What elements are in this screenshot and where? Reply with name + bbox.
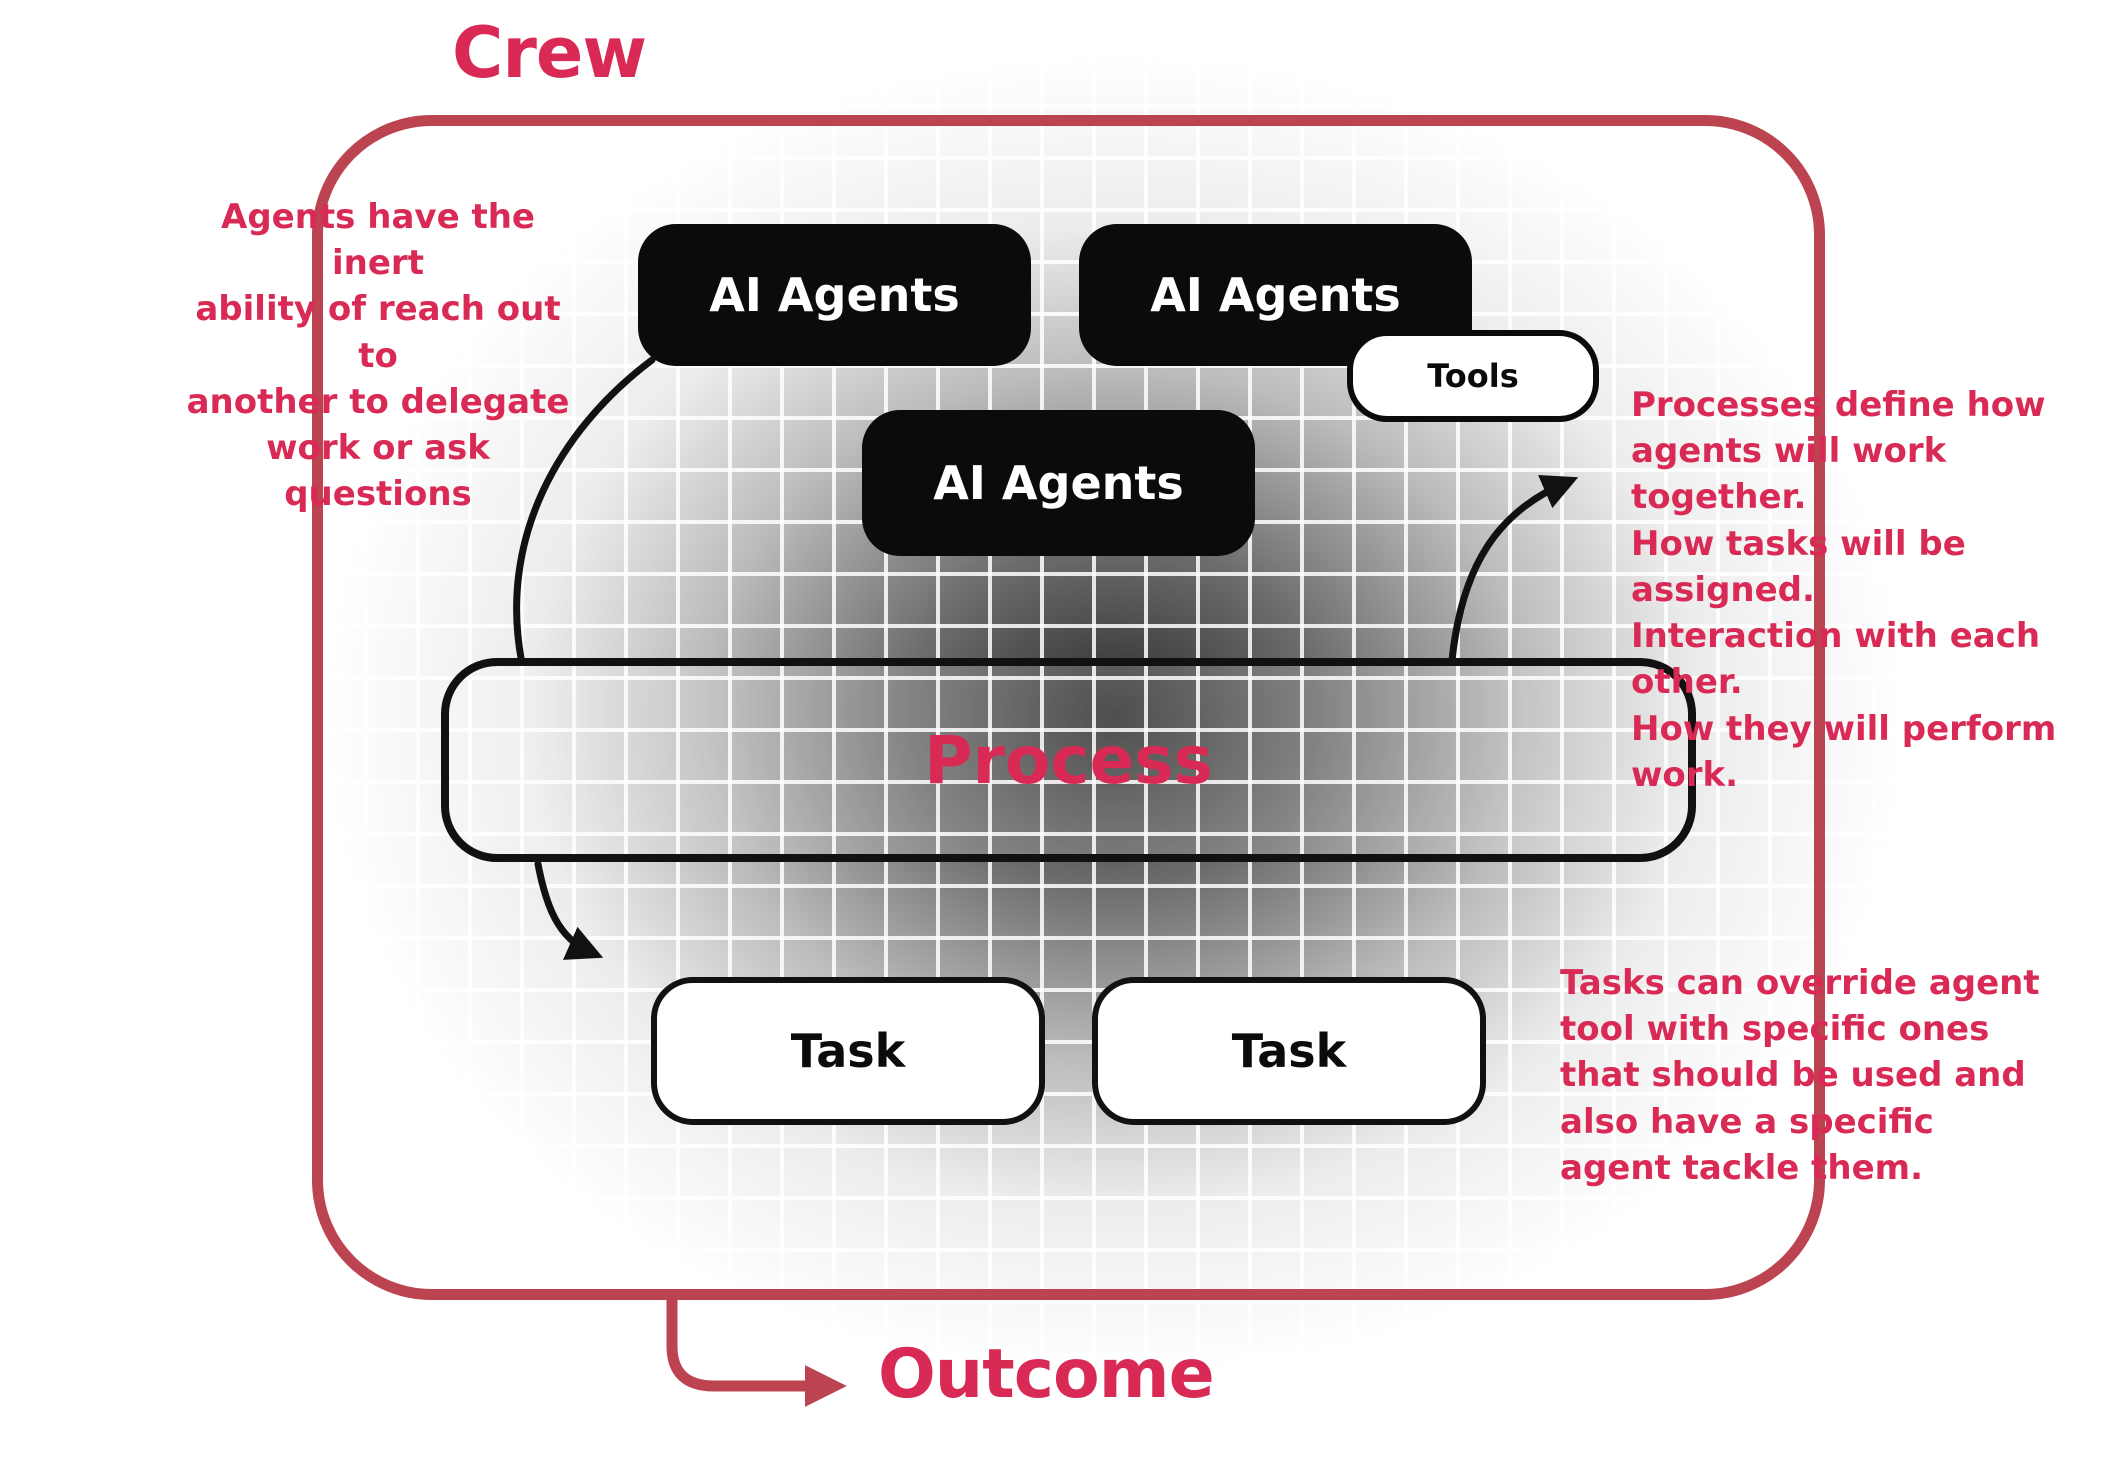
ai-agents-node-3: AI Agents (862, 410, 1255, 556)
annotation-task-override: Tasks can override agent tool with speci… (1560, 963, 2040, 1188)
task-node-1: Task (651, 977, 1045, 1125)
outcome-label: Outcome (878, 1335, 1215, 1414)
ai-agents-node-1: AI Agents (638, 224, 1031, 366)
crew-boundary-box (312, 115, 1825, 1300)
annotation-agents-delegation: Agents have the inert ability of reach o… (186, 197, 570, 515)
process-node: Process (441, 658, 1696, 862)
ai-agents-node-2: AI Agents (1079, 224, 1472, 366)
task-node-2: Task (1092, 977, 1486, 1125)
tools-badge: Tools (1347, 330, 1599, 422)
annotation-process-definition: Processes define how agents will work to… (1631, 385, 2057, 795)
crew-title: Crew (452, 12, 647, 94)
